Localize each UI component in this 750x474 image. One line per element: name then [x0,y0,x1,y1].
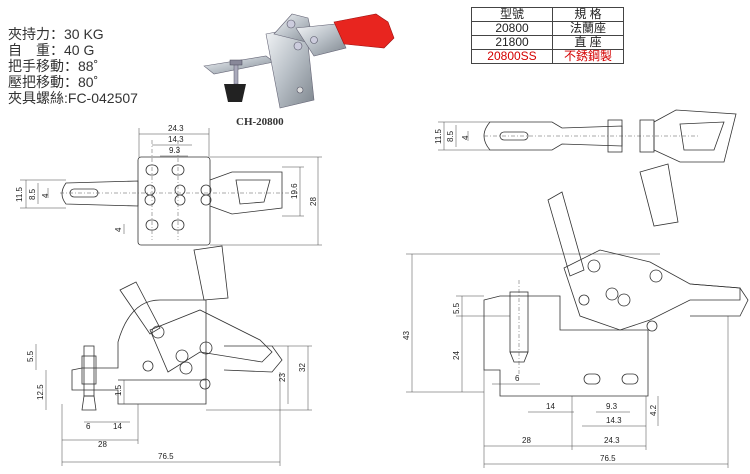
dim-label: 28 [98,440,107,449]
dim-label: 14 [113,422,122,431]
plan-view-left: 24.3 14.3 9.3 11.5 8.5 4 19.6 28 4 [15,124,322,246]
cell-spec: 法蘭座 [552,21,624,36]
spec-bar-travel: 壓把移動：80˚ [8,74,138,90]
cell-spec: 不銹鋼製 [552,49,624,64]
plan-view-right: 11.5 8.5 4 [434,109,737,163]
spec-weight: 自 重：40 G [8,42,138,58]
spec-value: 40 G [64,42,95,58]
side-view-left: 5.5 12.5 1.5 23 32 6 14 28 76.5 [26,245,312,466]
red-handle-grip [333,13,395,49]
side-view-right: 43 5.5 24 6 14 9.3 14.3 4.2 28 24.3 76.5 [402,163,749,468]
spec-label: 夾持力： [8,26,64,42]
dim-label: 24 [452,351,461,360]
dim-label: 76.5 [600,454,616,463]
photo-caption: CH-20800 [236,116,284,128]
dim-label: 43 [402,331,411,340]
dim-label: 28 [522,436,531,445]
header-model: 型號 [471,7,553,22]
dim-label: 9.3 [606,402,618,411]
cell-model: 20800SS [471,49,553,64]
dim-label: 12.5 [36,384,45,400]
spec-value: 88˚ [78,58,99,74]
dim-label: 4 [114,227,123,232]
spec-handle-travel: 把手移動：88˚ [8,58,138,74]
dim-label: 4 [461,135,470,140]
dim-label: 28 [309,197,318,206]
dim-label: 1.5 [114,384,123,396]
dim-label: 76.5 [158,452,174,461]
spec-label: 把手移動： [8,58,78,74]
dim-label: 8.5 [28,188,37,200]
dim-label: 5.5 [452,302,461,314]
dim-label: 4 [41,193,50,198]
dim-label: 4.2 [649,404,658,416]
spec-label: 夾具螺絲: [8,90,68,106]
dim-label: 8.5 [446,130,455,142]
dim-label: 24.3 [604,436,620,445]
dim-label: 19.6 [290,183,299,199]
table-header-row: 型號 規 格 [471,7,624,22]
dim-label: 11.5 [15,186,24,202]
dim-label: 14.3 [606,416,622,425]
dim-label: 11.5 [434,128,443,144]
model-table: 型號 規 格 20800 法蘭座 21800 直 座 20800SS 不銹鋼製 [471,7,624,64]
spec-clamp-force: 夾持力：30 KG [8,26,138,42]
dim-label: 14 [546,402,555,411]
header-spec: 規 格 [552,7,624,22]
product-photo [203,13,395,109]
table-row: 20800SS 不銹鋼製 [471,49,624,64]
spec-value: FC-042507 [67,90,138,106]
spec-value: 80˚ [78,74,99,90]
dim-label: 14.3 [168,135,184,144]
cell-model: 21800 [471,35,553,50]
dim-label: 9.3 [169,146,181,155]
dim-label: 32 [298,363,307,372]
dim-label: 24.3 [168,124,184,133]
spec-spindle: 夾具螺絲:FC-042507 [8,90,138,106]
dim-label: 6 [86,422,91,431]
specs-block: 夾持力：30 KG 自 重：40 G 把手移動：88˚ 壓把移動：80˚ 夾具螺… [8,26,138,106]
dim-label: 5.5 [26,350,35,362]
spec-label: 自 重： [8,42,64,58]
spec-value: 30 KG [64,26,104,42]
dim-label: 6 [515,374,520,383]
dim-label: 23 [278,373,287,382]
spec-label: 壓把移動： [8,74,78,90]
